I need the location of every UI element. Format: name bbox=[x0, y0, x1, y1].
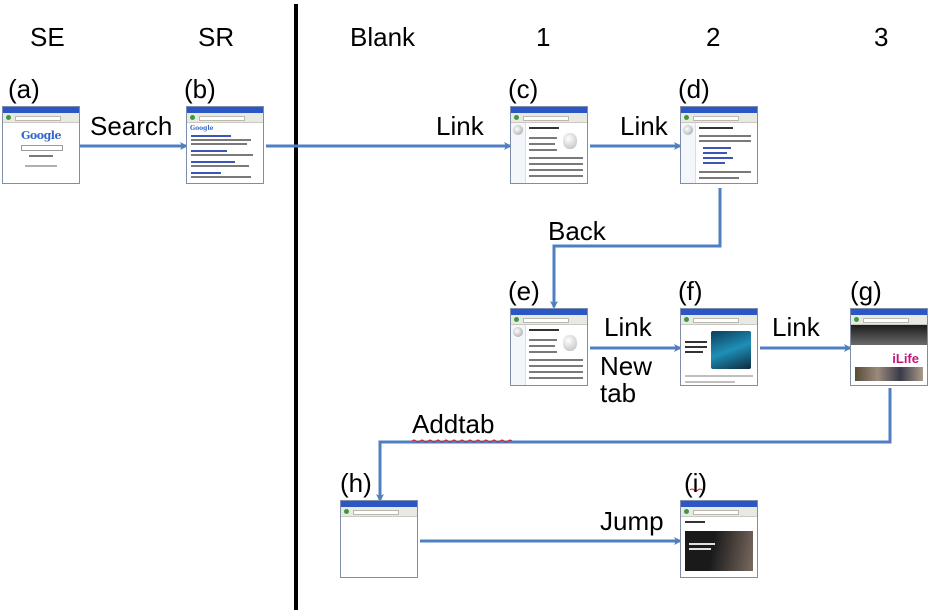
node-label-g: (g) bbox=[850, 276, 882, 306]
thumbnail-c-wikipedia bbox=[510, 106, 588, 184]
node-label-h: (h) bbox=[340, 468, 372, 498]
google-logo: Google bbox=[21, 129, 61, 142]
google-logo-small: Google bbox=[190, 125, 214, 132]
column-2: 2 bbox=[706, 22, 721, 52]
arrow-addtab bbox=[376, 388, 892, 502]
thumbnail-a-google-search: Google bbox=[2, 106, 80, 184]
column-blank: Blank bbox=[350, 22, 416, 52]
thumbnail-i-windows-page bbox=[680, 500, 758, 578]
thumbnail-f-apple-page bbox=[680, 308, 758, 386]
column-se: SE bbox=[30, 22, 65, 52]
arrow-back bbox=[550, 188, 722, 309]
thumbnail-g-ilife-page: iLife bbox=[850, 308, 928, 386]
thumbnail-h-blank-tab bbox=[340, 500, 418, 578]
edge-label-link-c: Link bbox=[436, 111, 484, 141]
node-label-c: (c) bbox=[508, 74, 539, 104]
edge-label-link-g: Link bbox=[772, 312, 820, 342]
apple-logo-icon bbox=[563, 133, 577, 149]
spellcheck-underline bbox=[411, 439, 513, 443]
thumbnail-d-wikipedia-article bbox=[680, 106, 758, 184]
column-1: 1 bbox=[536, 22, 551, 52]
edge-label-jump: Jump bbox=[600, 506, 664, 536]
thumbnail-e-wikipedia bbox=[510, 308, 588, 386]
edge-label-addtab: Addtab bbox=[412, 409, 495, 439]
node-label-e: (e) bbox=[508, 276, 540, 306]
node-label-b: (b) bbox=[184, 74, 216, 104]
node-label-d: (d) bbox=[678, 74, 710, 104]
thumbnail-b-search-results: Google bbox=[186, 106, 264, 184]
edge-label-search: Search bbox=[90, 111, 173, 141]
spellcheck-underline-i bbox=[689, 488, 703, 492]
edge-label-link-d: Link bbox=[620, 111, 668, 141]
node-label-f: (f) bbox=[678, 276, 703, 306]
apple-logo-icon bbox=[563, 335, 577, 351]
node-label-i: (i) bbox=[684, 468, 708, 498]
column-sr: SR bbox=[198, 22, 235, 52]
edge-label-tab: tab bbox=[600, 378, 637, 408]
edge-label-back: Back bbox=[548, 216, 606, 246]
column-3: 3 bbox=[874, 22, 889, 52]
edge-label-new: New bbox=[600, 351, 653, 381]
node-label-a: (a) bbox=[8, 74, 40, 104]
edge-label-link-f: Link bbox=[604, 312, 652, 342]
ilife-logo: iLife bbox=[892, 351, 919, 366]
